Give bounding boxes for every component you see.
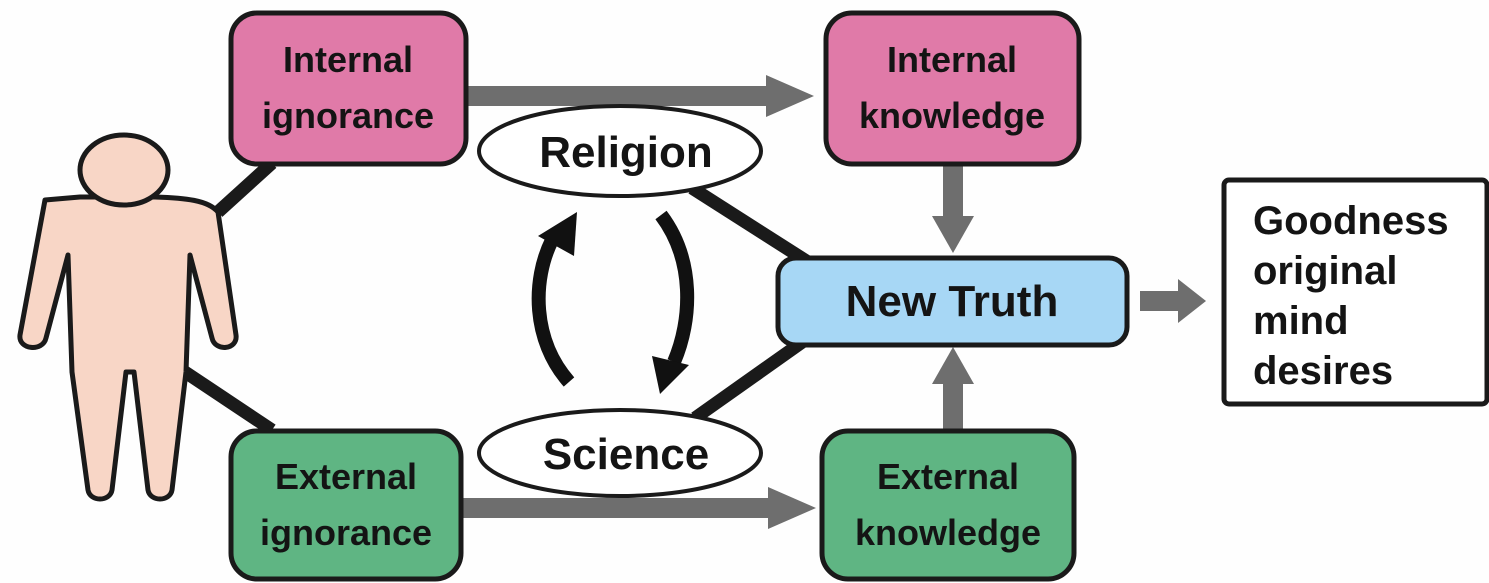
external-ignorance-line-1: External — [275, 456, 417, 497]
internal-ignorance-line-2: ignorance — [262, 95, 434, 136]
connector-lines — [181, 158, 812, 436]
arrow-external-ignorance-to-knowledge — [463, 487, 816, 529]
internal-ignorance-box: Internal ignorance — [228, 10, 469, 167]
cycle-arrow-up — [531, 236, 575, 387]
cycle-arrow-down — [655, 210, 695, 365]
cycle-arrows-icon — [531, 210, 695, 394]
outcome-line-2: original — [1253, 249, 1397, 293]
person-head — [77, 132, 171, 208]
arrow-internal-ignorance-to-knowledge — [468, 75, 814, 117]
external-knowledge-line-1: External — [877, 456, 1019, 497]
outcome-line-1: Goodness — [1253, 199, 1449, 243]
new-truth-box: New Truth — [775, 255, 1130, 348]
external-knowledge-box: External knowledge — [819, 428, 1077, 582]
connector-science-new-truth — [691, 332, 812, 424]
internal-knowledge-line-1: Internal — [887, 39, 1017, 80]
cycle-arrow-down-head — [652, 356, 689, 394]
gray-arrows — [463, 75, 1206, 529]
connector-person-external-ignorance — [181, 366, 276, 436]
cycle-arrow-up-head — [538, 212, 577, 256]
internal-knowledge-box: Internal knowledge — [823, 10, 1082, 167]
outcome-line-3: mind — [1253, 299, 1349, 343]
arrow-internal-knowledge-to-new-truth — [932, 166, 974, 253]
external-ignorance-line-2: ignorance — [260, 512, 432, 553]
internal-ignorance-line-1: Internal — [283, 39, 413, 80]
outcome-box: Goodness original mind desires — [1221, 177, 1489, 407]
science-oval: Science — [477, 408, 763, 498]
religion-label: Religion — [539, 128, 713, 177]
religion-oval: Religion — [477, 104, 763, 198]
person-icon — [17, 132, 239, 502]
internal-knowledge-line-2: knowledge — [859, 95, 1045, 136]
arrow-external-knowledge-to-new-truth — [932, 347, 974, 432]
external-knowledge-line-2: knowledge — [855, 512, 1041, 553]
external-ignorance-box: External ignorance — [228, 428, 464, 582]
new-truth-label: New Truth — [846, 277, 1059, 326]
connector-religion-new-truth — [688, 182, 812, 268]
connector-person-internal-ignorance — [213, 158, 277, 217]
arrow-new-truth-to-outcome — [1140, 279, 1206, 323]
outcome-line-4: desires — [1253, 349, 1393, 393]
science-label: Science — [543, 430, 709, 479]
